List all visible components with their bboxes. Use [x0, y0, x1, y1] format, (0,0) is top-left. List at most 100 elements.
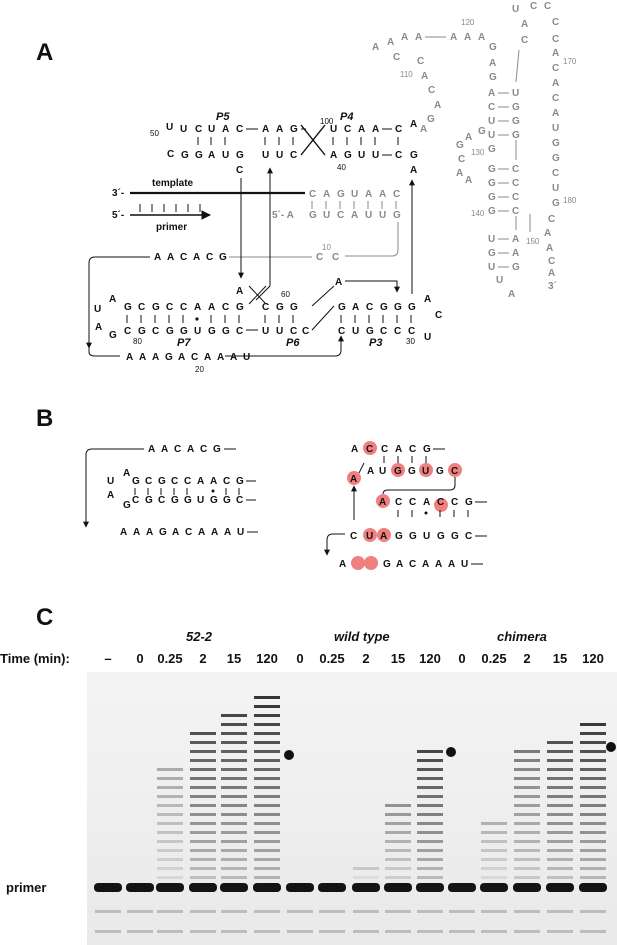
- svg-text:U: U: [488, 116, 495, 127]
- svg-text:U: U: [552, 183, 559, 194]
- svg-text:U: U: [358, 150, 365, 161]
- svg-text:A: A: [380, 531, 387, 542]
- svg-text:G: G: [195, 150, 203, 161]
- faint-band: [514, 910, 540, 913]
- gray-stem-right: U A C U G G G C C C C A A G A: [508, 4, 528, 300]
- faint-band: [353, 930, 379, 933]
- extension-band: [547, 813, 573, 816]
- svg-text:C: C: [180, 252, 187, 263]
- lane-label: 0.25: [319, 651, 344, 666]
- svg-text:A: A: [544, 228, 551, 239]
- extension-band: [417, 849, 443, 852]
- faint-band: [481, 930, 507, 933]
- svg-text:G: G: [366, 326, 374, 337]
- svg-text:C: C: [152, 326, 159, 337]
- extension-band: [254, 732, 280, 735]
- extension-band: [190, 732, 216, 735]
- svg-text:G: G: [208, 326, 216, 337]
- extension-band: [514, 858, 540, 861]
- svg-text:G: G: [145, 495, 153, 506]
- svg-text:U: U: [197, 495, 204, 506]
- faint-band: [481, 910, 507, 913]
- extension-band: [514, 777, 540, 780]
- svg-text:A: A: [387, 37, 394, 48]
- svg-text:C: C: [174, 444, 181, 455]
- svg-text:A: A: [109, 294, 116, 305]
- faint-band: [385, 930, 411, 933]
- extension-band: [514, 813, 540, 816]
- svg-text:C: C: [236, 326, 243, 337]
- svg-text:A: A: [421, 71, 428, 82]
- lane-label: 15: [553, 651, 567, 666]
- svg-text:A: A: [276, 124, 283, 135]
- svg-text:C: C: [521, 35, 528, 46]
- svg-text:U: U: [461, 559, 468, 570]
- svg-text:U: U: [379, 466, 386, 477]
- helix-p4-label: P4: [340, 111, 353, 123]
- faint-band: [95, 930, 121, 933]
- svg-text:C: C: [180, 302, 187, 313]
- panel-a: A P5 P4 P7 P6 P3 U U C U A C A A G U C A…: [36, 1, 577, 374]
- extension-band: [221, 867, 247, 870]
- svg-text:C: C: [332, 252, 339, 263]
- svg-text:A: A: [434, 100, 441, 111]
- template-paired-sequence: G U C A U U G: [309, 210, 401, 221]
- svg-text:G: G: [488, 164, 496, 175]
- svg-text:A: A: [379, 497, 386, 508]
- extension-band: [385, 840, 411, 843]
- svg-text:G: G: [180, 326, 188, 337]
- helix-p3-label: P3: [369, 337, 382, 349]
- svg-text:G: G: [489, 72, 497, 83]
- svg-text:C: C: [409, 497, 416, 508]
- num-120: 120: [461, 18, 475, 27]
- svg-text:A: A: [372, 124, 379, 135]
- extension-band: [157, 849, 183, 852]
- lane-label: 0.25: [157, 651, 182, 666]
- extension-band: [547, 786, 573, 789]
- svg-text:U: U: [262, 326, 269, 337]
- svg-text:C: C: [124, 326, 131, 337]
- svg-text:G: G: [427, 114, 435, 125]
- extension-band: [580, 768, 606, 771]
- svg-text:A: A: [208, 302, 215, 313]
- svg-text:C: C: [395, 124, 402, 135]
- primer-label: primer: [156, 222, 187, 233]
- svg-text:G: G: [184, 495, 192, 506]
- extension-band: [385, 822, 411, 825]
- extension-band: [580, 813, 606, 816]
- svg-text:A: A: [410, 165, 417, 176]
- svg-text:A: A: [379, 189, 386, 200]
- svg-text:G: G: [152, 302, 160, 313]
- svg-text:A: A: [546, 243, 553, 254]
- svg-text:G: G: [138, 326, 146, 337]
- gray-loop-region: A A A A A A A C C A C A G A G A G G A G …: [372, 1, 577, 300]
- extension-band: [580, 849, 606, 852]
- extension-band: [221, 840, 247, 843]
- svg-text:U: U: [366, 531, 373, 542]
- extension-band: [221, 849, 247, 852]
- svg-text:C: C: [366, 444, 373, 455]
- num-80: 80: [133, 337, 142, 346]
- svg-text:A: A: [424, 294, 431, 305]
- extension-band: [385, 813, 411, 816]
- svg-text:C: C: [138, 302, 145, 313]
- svg-text:A: A: [367, 466, 374, 477]
- primer-band: [156, 883, 184, 892]
- svg-text:U: U: [94, 304, 101, 315]
- extension-band: [157, 831, 183, 834]
- svg-text:A: A: [552, 78, 559, 89]
- svg-text:A: A: [146, 527, 153, 538]
- extension-band: [580, 840, 606, 843]
- extension-band: [254, 786, 280, 789]
- extension-band: [547, 858, 573, 861]
- lane-label: 15: [227, 651, 241, 666]
- extension-band: [157, 786, 183, 789]
- svg-text:G: G: [380, 302, 388, 313]
- extension-band: [190, 867, 216, 870]
- svg-text:A: A: [435, 559, 442, 570]
- faint-band: [254, 930, 280, 933]
- svg-text:G: G: [236, 150, 244, 161]
- lane-label: 2: [199, 651, 206, 666]
- svg-text:A: A: [521, 19, 528, 30]
